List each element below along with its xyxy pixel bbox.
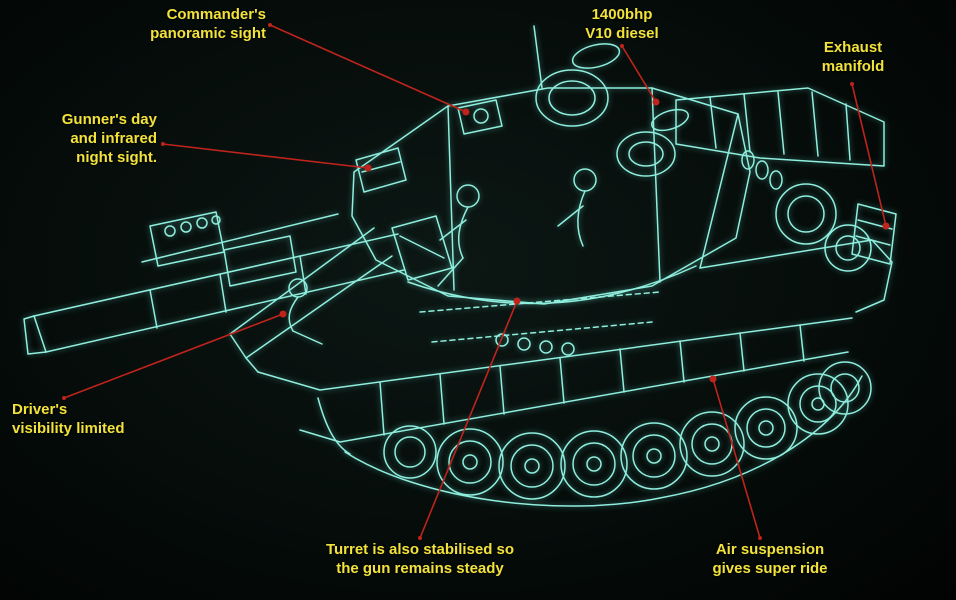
label-turret-stabilised: Turret is also stabilised so the gun rem… [325,541,515,578]
track-bottom [344,375,863,507]
gun-barrel [23,215,453,355]
label-commanders-sight: Commander's panoramic sight [150,6,266,43]
exhaust-manifold-part [851,203,897,265]
leader-drivers-visibility [62,310,287,400]
label-engine: 1400bhp V10 diesel [585,6,659,43]
label-gunners-sight: Gunner's day and infrared night sight. [61,111,157,167]
turret [351,25,783,305]
gunner-sight-housing [355,147,407,193]
road-wheels [383,361,872,500]
leader-commanders-sight [268,23,470,116]
leader-exhaust [850,82,890,230]
leader-lines [62,23,890,540]
label-air-suspension: Air suspension gives super ride [712,541,828,578]
engine-deck [675,87,885,167]
leader-gunners-sight [161,142,372,172]
leader-air-suspension [709,375,762,540]
label-exhaust-manifold: Exhaust manifold [821,39,885,76]
label-drivers-visibility: Driver's visibility limited [12,401,125,438]
leader-engine [620,44,660,106]
hull [141,87,897,373]
leader-turret-stabilised [418,297,521,540]
crew-figures [288,168,597,345]
panoramic-sight-housing [457,99,503,135]
tank-wireframe [23,25,897,507]
antenna [533,25,543,89]
running-gear [257,317,872,507]
